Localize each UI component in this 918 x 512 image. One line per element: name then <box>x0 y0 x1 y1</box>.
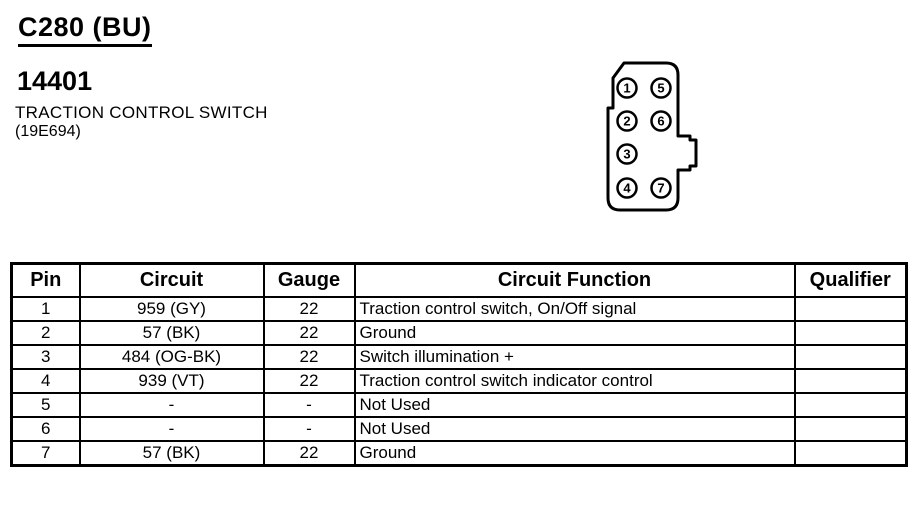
header-circuit: Circuit <box>78 262 265 298</box>
cell-function: Not Used <box>353 392 796 418</box>
cell-gauge: 22 <box>262 440 356 467</box>
svg-text:5: 5 <box>657 81 664 96</box>
header-pin: Pin <box>10 262 81 298</box>
header-circuit-function: Circuit Function <box>353 262 796 298</box>
cell-gauge: 22 <box>262 368 356 394</box>
pin-cavity-4: 4 <box>616 177 638 199</box>
connector-id-text: C280 (BU) <box>18 12 152 47</box>
table-header-row: Pin Circuit Gauge Circuit Function Quali… <box>10 262 908 298</box>
svg-text:4: 4 <box>623 181 631 196</box>
cell-qualifier <box>793 368 908 394</box>
cell-circuit: 939 (VT) <box>78 368 265 394</box>
svg-text:1: 1 <box>623 81 630 96</box>
cell-pin: 4 <box>10 368 81 394</box>
cell-circuit: - <box>78 416 265 442</box>
cell-circuit: 959 (GY) <box>78 296 265 322</box>
pin-cavity-7: 7 <box>650 177 672 199</box>
cell-pin: 5 <box>10 392 81 418</box>
cell-pin: 1 <box>10 296 81 322</box>
cell-qualifier <box>793 296 908 322</box>
header-gauge: Gauge <box>262 262 356 298</box>
svg-text:3: 3 <box>623 147 630 162</box>
connector-body-outline <box>606 61 698 212</box>
cell-function: Traction control switch indicator contro… <box>353 368 796 394</box>
table-row: 5--Not Used <box>10 392 908 418</box>
pin-cavity-3: 3 <box>616 143 638 165</box>
cell-gauge: 22 <box>262 320 356 346</box>
pin-cavity-1: 1 <box>616 77 638 99</box>
cell-circuit: 484 (OG-BK) <box>78 344 265 370</box>
svg-text:6: 6 <box>657 114 664 129</box>
cell-gauge: - <box>262 416 356 442</box>
cell-qualifier <box>793 344 908 370</box>
cell-pin: 7 <box>10 440 81 467</box>
cell-qualifier <box>793 440 908 467</box>
table-row: 6--Not Used <box>10 416 908 442</box>
svg-text:7: 7 <box>657 181 664 196</box>
cell-qualifier <box>793 416 908 442</box>
cell-function: Switch illumination + <box>353 344 796 370</box>
cell-function: Ground <box>353 320 796 346</box>
connector-face-diagram: 1 5 2 6 3 4 7 <box>606 61 698 212</box>
cell-qualifier <box>793 392 908 418</box>
cell-gauge: - <box>262 392 356 418</box>
pin-cavity-6: 6 <box>650 110 672 132</box>
svg-text:2: 2 <box>623 114 630 129</box>
pin-cavity-5: 5 <box>650 77 672 99</box>
cell-pin: 3 <box>10 344 81 370</box>
part-number: 14401 <box>17 66 93 96</box>
cell-pin: 2 <box>10 320 81 346</box>
cell-function: Not Used <box>353 416 796 442</box>
header-qualifier: Qualifier <box>793 262 908 298</box>
cell-function: Traction control switch, On/Off signal <box>353 296 796 322</box>
cell-circuit: - <box>78 392 265 418</box>
cell-qualifier <box>793 320 908 346</box>
pin-cavity-2: 2 <box>616 110 638 132</box>
pinout-table: Pin Circuit Gauge Circuit Function Quali… <box>10 262 908 467</box>
cell-function: Ground <box>353 440 796 467</box>
base-part-code: (19E694) <box>15 123 81 140</box>
cell-gauge: 22 <box>262 344 356 370</box>
cell-gauge: 22 <box>262 296 356 322</box>
connector-pins: 1 5 2 6 3 4 7 <box>616 77 672 199</box>
cell-circuit: 57 (BK) <box>78 320 265 346</box>
cell-pin: 6 <box>10 416 81 442</box>
cell-circuit: 57 (BK) <box>78 440 265 467</box>
connector-id-title: C280 (BU) <box>18 12 152 47</box>
component-name: TRACTION CONTROL SWITCH <box>15 103 268 122</box>
